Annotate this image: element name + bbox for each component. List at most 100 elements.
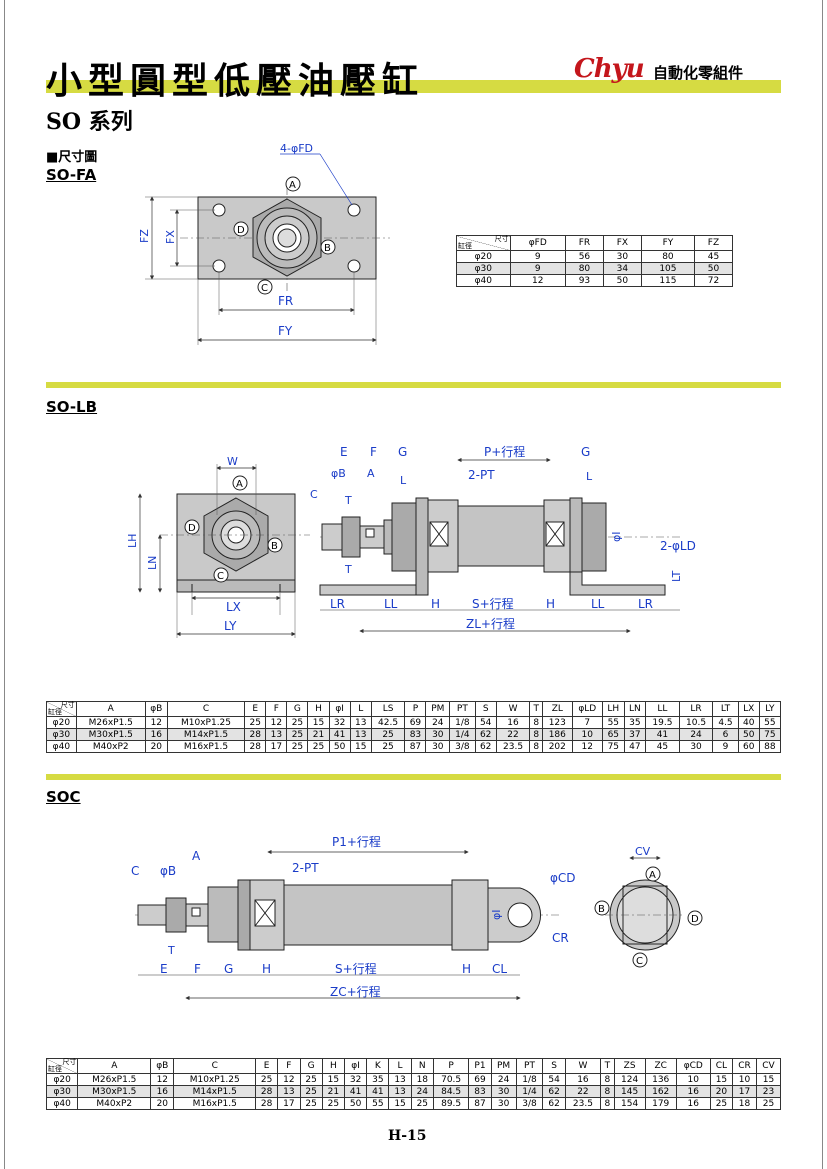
table-cell: M16xP1.5	[166, 740, 246, 753]
table-cell: 50	[693, 262, 734, 275]
table-cell: M10xP1.25	[166, 716, 246, 729]
table-cell: 62	[474, 740, 497, 753]
soc-dim-h: H	[262, 962, 271, 976]
table-cell: φ20	[45, 1073, 79, 1086]
table-cell: 30	[490, 1085, 517, 1098]
lb-dim-phib: φB	[331, 467, 346, 480]
table-corner-header: 尺寸缸徑	[456, 235, 511, 251]
table-cell: 13	[388, 1085, 412, 1098]
table-cell: 22	[564, 1085, 602, 1098]
table-cell: 23.5	[564, 1097, 602, 1110]
soc-dim-p1: P1+行程	[332, 834, 381, 849]
table-cell: 17	[277, 1097, 301, 1110]
table-column-header: ZL	[542, 701, 573, 717]
soc-label-c: C	[131, 864, 139, 878]
lb-dim-w: W	[227, 455, 238, 468]
table-cell: 8	[529, 728, 544, 741]
table-cell: 28	[244, 728, 267, 741]
soc-port-c: C	[636, 956, 643, 967]
page-border-right	[822, 0, 823, 1169]
table-cell: 16	[144, 728, 168, 741]
soc-dim-cv: CV	[635, 845, 651, 858]
table-column-header: φB	[144, 701, 168, 717]
table-cell: 12	[277, 1073, 301, 1086]
table-cell: 25	[244, 716, 267, 729]
table-column-header: P	[404, 701, 427, 717]
lb-dim-lr2: LR	[638, 597, 653, 611]
table-cell: 8	[600, 1085, 615, 1098]
soc-dim-phii: φI	[490, 909, 503, 920]
table-cell: 22	[495, 728, 531, 741]
table-cell: 75	[758, 728, 782, 741]
fa-dim-fr: FR	[278, 294, 293, 308]
table-cell: 35	[623, 716, 647, 729]
soc-dim-h2: H	[462, 962, 471, 976]
table-cell: 25	[255, 1073, 279, 1086]
table-column-header: PT	[515, 1058, 544, 1074]
table-column-header: ZS	[613, 1058, 646, 1074]
table-cell: 105	[640, 262, 695, 275]
dimension-heading: ■尺寸圖	[46, 150, 98, 165]
table-cell: 8	[600, 1073, 615, 1086]
fa-dim-fz: FZ	[138, 229, 151, 243]
table-cell: 24	[678, 728, 714, 741]
table-cell: 18	[732, 1097, 757, 1110]
table-cell: 3/8	[515, 1097, 544, 1110]
soc-drawing: P1+行程 2-PT A C φB T φCD φI CR E F G H S+…	[131, 834, 703, 1001]
page-title: 小型圓型低壓油壓缸	[46, 61, 425, 102]
lb-dim-g2: G	[581, 445, 590, 459]
lb-label-a: A	[367, 467, 375, 480]
table-cell: 25	[299, 1073, 323, 1086]
lb-dim-p: P+行程	[484, 444, 525, 459]
fa-port-a: A	[289, 180, 296, 191]
lb-label-pt: 2-PT	[468, 468, 495, 482]
table-cell: 80	[564, 262, 604, 275]
soc-dim-zc: ZC+行程	[330, 984, 381, 999]
table-column-header: E	[255, 1058, 279, 1074]
table-cell: 40	[737, 716, 760, 729]
table-cell: 115	[640, 274, 695, 287]
table-cell: 25	[709, 1097, 734, 1110]
table-cell: 62	[542, 1097, 566, 1110]
table-column-header: PM	[425, 701, 451, 717]
table-column-header: LH	[602, 701, 625, 717]
table-cell: 88	[758, 740, 782, 753]
table-cell: 45	[645, 740, 680, 753]
table-cell: 32	[328, 716, 351, 729]
table-cell: 62	[542, 1085, 566, 1098]
table-cell: φ20	[46, 716, 77, 729]
table-cell: 25	[321, 1097, 345, 1110]
table-cell: 25	[299, 1085, 323, 1098]
lb-drawing: A D B C W LH LN LX LY E F G φB A L C T T…	[126, 444, 696, 638]
table-cell: 56	[564, 250, 604, 263]
table-column-header: ZC	[644, 1058, 677, 1074]
table-cell: 10	[732, 1073, 757, 1086]
table-column-header: PT	[449, 701, 476, 717]
lb-port-d: D	[188, 523, 196, 534]
table-cell: 1/8	[515, 1073, 544, 1086]
lb-dim-zl: ZL+行程	[466, 616, 515, 631]
table-cell: M40xP2	[77, 1097, 152, 1110]
table-cell: 41	[645, 728, 680, 741]
table-corner-header: 尺寸缸徑	[46, 701, 77, 717]
soc-label-pt: 2-PT	[292, 861, 319, 875]
table-column-header: φB	[150, 1058, 175, 1074]
section-heading-soc: SOC	[46, 788, 81, 806]
table-column-header: C	[173, 1058, 257, 1074]
table-cell: 45	[693, 250, 734, 263]
lb-dim-h2: H	[546, 597, 555, 611]
lb-dim-ln: LN	[146, 556, 159, 570]
table-cell: 16	[495, 716, 531, 729]
table-cell: 69	[404, 716, 427, 729]
table-cell: 20	[144, 740, 168, 753]
table-cell: 145	[613, 1085, 646, 1098]
soc-dim-t: T	[167, 944, 175, 957]
table-column-header: F	[265, 701, 288, 717]
lb-dim-l: L	[400, 474, 407, 487]
table-cell: 13	[265, 728, 288, 741]
